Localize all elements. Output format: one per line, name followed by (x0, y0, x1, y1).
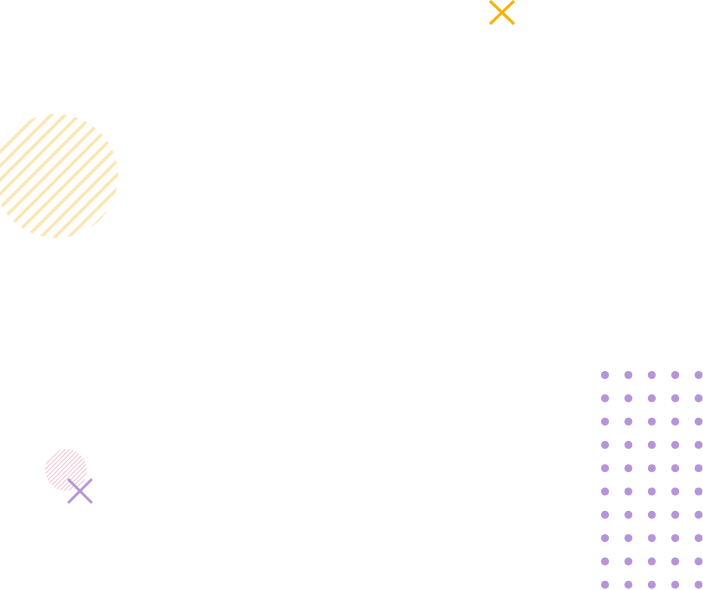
grid-dot (671, 464, 680, 473)
hatch-large-line-13 (48, 114, 118, 238)
grid-dot (647, 580, 656, 589)
grid-dot (601, 510, 609, 519)
grid-dot (624, 394, 633, 403)
grid-dot (601, 464, 609, 473)
grid-dot (671, 371, 680, 379)
hatch-large-line-12 (34, 114, 118, 238)
hatch-large-line-6 (0, 114, 86, 238)
grid-dot (671, 440, 680, 449)
grid-dot (647, 464, 656, 473)
hatch-lines-large (0, 114, 118, 238)
grid-dot (694, 440, 703, 449)
grid-dot (647, 417, 656, 426)
grid-dot (694, 510, 703, 519)
hatched-circle-large (0, 114, 118, 238)
cross-icon-top (488, 0, 516, 26)
hatch-large-line-11 (20, 114, 118, 238)
grid-dot (671, 394, 680, 403)
cross-bottom-stroke-b (67, 478, 93, 504)
grid-dot (694, 487, 703, 496)
grid-dot (624, 371, 633, 379)
hatch-large-line-4 (0, 114, 58, 238)
grid-dot (601, 580, 609, 589)
grid-dot (694, 464, 703, 473)
grid-dot (601, 417, 609, 426)
grid-dot (694, 417, 703, 426)
hatch-small-line-12 (53, 449, 87, 491)
grid-dot (694, 557, 703, 566)
grid-dot (624, 464, 633, 473)
grid-dot (671, 417, 680, 426)
grid-dot (694, 371, 703, 379)
grid-dot (694, 534, 703, 543)
grid-dot (647, 440, 656, 449)
grid-dot (624, 487, 633, 496)
grid-dot (624, 534, 633, 543)
grid-dot (671, 487, 680, 496)
hatch-large-line-3 (0, 114, 44, 238)
grid-dot (624, 417, 633, 426)
grid-dot (601, 534, 609, 543)
grid-dot (671, 580, 680, 589)
grid-dot (601, 440, 609, 449)
grid-dot (601, 394, 609, 403)
hatch-small-line-7 (45, 449, 76, 491)
hatch-small-line-1 (45, 449, 49, 491)
grid-dot (647, 371, 656, 379)
grid-dot (647, 510, 656, 519)
grid-dot (624, 557, 633, 566)
dot-grid (601, 371, 703, 589)
hatch-small-line-4 (45, 449, 63, 491)
grid-dot (624, 440, 633, 449)
grid-dot (694, 580, 703, 589)
hatch-small-line-6 (45, 449, 72, 491)
hatch-small-line-8 (45, 449, 81, 491)
grid-dot (601, 487, 609, 496)
hatched-circle-small (45, 449, 87, 491)
grid-dot (647, 487, 656, 496)
hatch-large-line-5 (0, 114, 72, 238)
grid-dot (694, 394, 703, 403)
grid-dot (601, 557, 609, 566)
hatch-small-line-13 (58, 449, 87, 491)
grid-dot (647, 534, 656, 543)
grid-dot (671, 534, 680, 543)
grid-dot (671, 510, 680, 519)
grid-dot (647, 557, 656, 566)
hatch-large-line-10 (6, 114, 118, 238)
grid-dot (671, 557, 680, 566)
hatch-small-line-16 (71, 449, 87, 491)
cross-icon-bottom (67, 478, 93, 504)
hatch-small-line-14 (62, 449, 87, 491)
grid-dot (624, 580, 633, 589)
grid-dot (624, 510, 633, 519)
hatch-large-line-14 (62, 114, 118, 238)
grid-dot (601, 371, 609, 379)
grid-dot (647, 394, 656, 403)
cross-top-stroke-b (488, 0, 516, 26)
hatch-small-line-5 (45, 449, 67, 491)
hatch-large-line-7 (0, 114, 100, 238)
